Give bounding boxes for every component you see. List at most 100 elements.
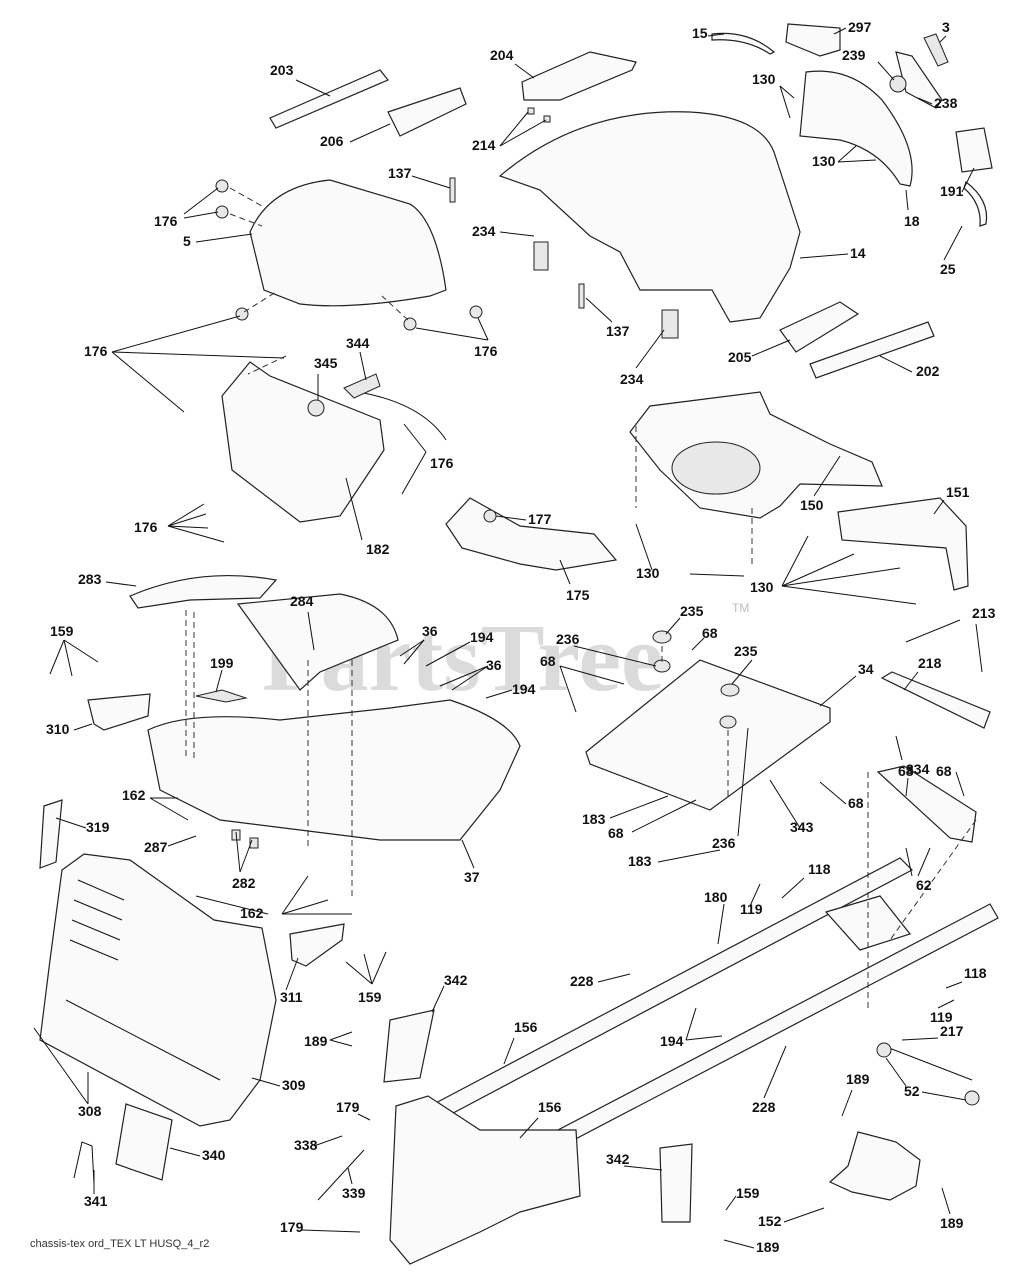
callout-label: 338 xyxy=(294,1137,318,1153)
part-309-front-grille xyxy=(39,853,277,1127)
callout-label: 152 xyxy=(758,1213,782,1229)
callout-label: 236 xyxy=(556,631,580,647)
leader-line xyxy=(183,211,219,219)
callout-236: 236 xyxy=(712,727,749,851)
leader-line xyxy=(779,85,795,99)
part-152-shield xyxy=(828,1131,921,1201)
leader-line xyxy=(781,567,901,587)
part-52-bushing xyxy=(876,1042,892,1058)
callout-308: 308 xyxy=(33,1027,102,1119)
leader-line xyxy=(345,477,363,541)
leader-line xyxy=(799,253,849,259)
callout-213: 213 xyxy=(905,605,996,673)
callout-25: 25 xyxy=(940,225,963,277)
callout-189: 189 xyxy=(841,1071,870,1117)
callout-label: 235 xyxy=(680,603,704,619)
callout-194: 194 xyxy=(485,681,536,699)
leader-line xyxy=(499,231,535,237)
callout-label: 342 xyxy=(606,1151,630,1167)
callout-label: 204 xyxy=(490,47,514,63)
leader-line xyxy=(499,119,547,147)
callout-68: 68 xyxy=(936,763,965,797)
leader-line xyxy=(425,641,471,667)
callout-label: 52 xyxy=(904,1083,920,1099)
callout-36: 36 xyxy=(439,657,502,691)
callout-235: 235 xyxy=(665,603,704,635)
callout-label: 137 xyxy=(388,165,412,181)
callout-label: 340 xyxy=(202,1147,226,1163)
callout-202: 202 xyxy=(879,355,940,379)
callout-label: 68 xyxy=(608,825,624,841)
part-176-fastener xyxy=(403,317,417,331)
leader-line xyxy=(573,645,657,667)
leader-line xyxy=(183,187,219,215)
callout-label: 310 xyxy=(46,721,70,737)
callout-206: 206 xyxy=(320,123,391,149)
part-5-dash-panel xyxy=(249,179,447,307)
callout-label: 162 xyxy=(240,905,264,921)
leader-line xyxy=(167,525,209,529)
callout-label: 194 xyxy=(660,1033,684,1049)
callout-228: 228 xyxy=(752,1045,787,1115)
callout-label: 189 xyxy=(756,1239,780,1255)
callout-189: 189 xyxy=(940,1187,964,1231)
callout-118: 118 xyxy=(781,861,831,899)
callout-182: 182 xyxy=(345,477,390,557)
callout-283: 283 xyxy=(78,571,137,587)
leader-line xyxy=(937,999,955,1009)
leader-line xyxy=(597,973,631,983)
leader-line xyxy=(685,1035,723,1041)
part-311-bracket xyxy=(289,923,345,967)
callout-177: 177 xyxy=(495,511,552,527)
callout-label: 175 xyxy=(566,587,590,603)
callout-label: 62 xyxy=(916,877,932,893)
part-137-pin xyxy=(449,177,456,203)
leader-line xyxy=(111,351,185,413)
leader-line xyxy=(329,1039,353,1047)
callout-179: 179 xyxy=(336,1099,371,1121)
callout-label: 151 xyxy=(946,484,970,500)
callout-218: 218 xyxy=(903,655,942,691)
callout-3: 3 xyxy=(939,19,950,43)
callout-label: 205 xyxy=(728,349,752,365)
part-52-bushing xyxy=(964,1090,980,1106)
callout-176: 176 xyxy=(415,317,498,359)
leader-line xyxy=(833,27,847,35)
callout-label: 159 xyxy=(736,1185,760,1201)
leader-line xyxy=(707,33,725,37)
leader-line xyxy=(63,639,73,677)
leader-line xyxy=(751,339,791,357)
leader-line xyxy=(477,317,489,341)
callout-159: 159 xyxy=(345,951,387,1005)
callout-214: 214 xyxy=(472,111,547,153)
leader-line xyxy=(167,503,205,527)
callout-159: 159 xyxy=(49,623,99,677)
callout-345: 345 xyxy=(314,355,338,400)
leader-line xyxy=(819,781,847,805)
callout-183: 183 xyxy=(582,795,669,827)
part-214-clip xyxy=(527,107,535,115)
callout-194: 194 xyxy=(425,629,494,667)
callout-label: 130 xyxy=(636,565,660,581)
callout-37: 37 xyxy=(461,839,480,885)
leader-line xyxy=(345,961,373,985)
part-297-block xyxy=(785,23,841,57)
part-235-grommet xyxy=(652,630,672,644)
callout-319: 319 xyxy=(55,817,110,835)
callout-label: 183 xyxy=(582,811,606,827)
callout-130: 130 xyxy=(752,71,795,119)
leader-line xyxy=(411,175,451,189)
part-176-fastener xyxy=(215,179,229,193)
leader-line xyxy=(903,671,919,691)
leader-line xyxy=(295,79,331,97)
callout-14: 14 xyxy=(799,245,866,261)
callout-label: 345 xyxy=(314,355,338,371)
callout-137: 137 xyxy=(585,297,630,339)
callout-label: 34 xyxy=(858,661,874,677)
callout-label: 199 xyxy=(210,655,234,671)
callout-342: 342 xyxy=(431,972,468,1013)
leader-line xyxy=(783,1207,825,1223)
callout-52: 52 xyxy=(885,1057,967,1101)
callout-label: 68 xyxy=(702,625,718,641)
callout-183: 183 xyxy=(628,849,721,869)
